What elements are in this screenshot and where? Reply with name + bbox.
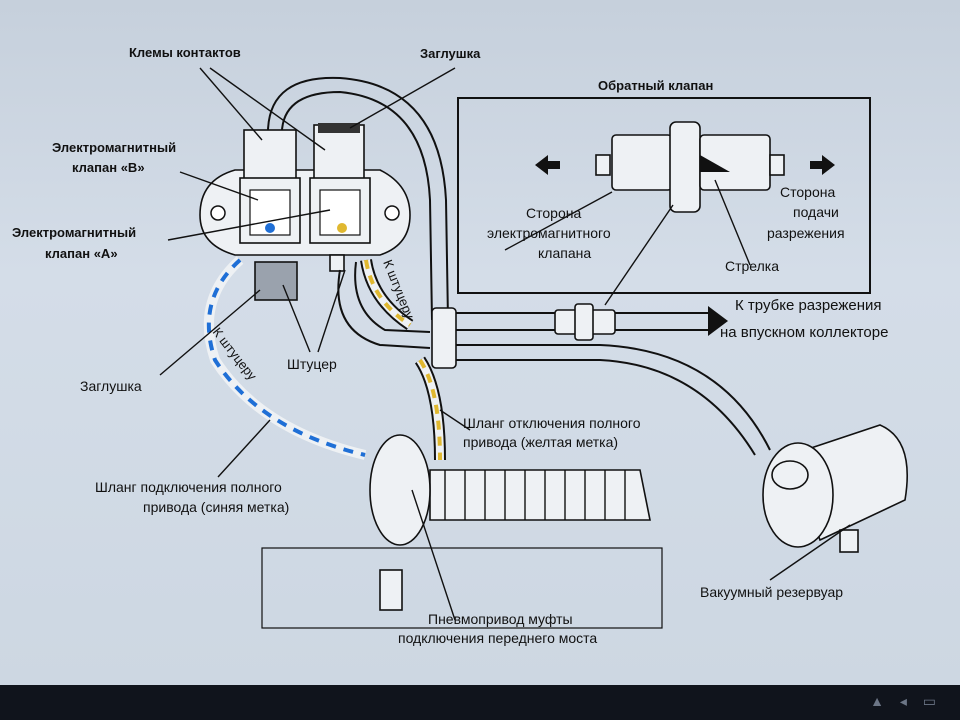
label-actuator-line2: подключения переднего моста <box>398 630 597 646</box>
label-solenoid-a-line1: Электромагнитный <box>12 225 136 240</box>
label-side-solenoid-line2: электромагнитного <box>487 225 611 241</box>
label-side-solenoid-line1: Сторона <box>526 205 581 221</box>
vacuum-reservoir <box>762 424 908 553</box>
inline-check-valve <box>554 303 616 341</box>
label-hose-on-line1: Шланг подключения полного <box>95 479 282 495</box>
check-valve-illustration <box>595 121 785 213</box>
label-side-vacuum-line2: подачи <box>793 204 839 220</box>
label-solenoid-b-line1: Электромагнитный <box>52 140 176 155</box>
plug-block <box>254 261 298 301</box>
label-plug-top: Заглушка <box>420 46 481 61</box>
label-side-solenoid-line3: клапана <box>538 245 591 261</box>
label-side-vacuum-line1: Сторона <box>780 184 835 200</box>
label-to-manifold-line1: К трубке разрежения <box>735 297 882 314</box>
label-terminals: Клемы контактов <box>129 45 241 60</box>
label-vacuum-tank: Вакуумный резервуар <box>700 584 843 600</box>
arrow-right-icon <box>810 155 835 175</box>
label-plug-left: Заглушка <box>80 378 142 394</box>
monitor-screen: Клемы контактов Заглушка Обратный клапан… <box>0 0 960 685</box>
fitting-stub <box>329 254 345 272</box>
taskbar-tray: ▲ ◂ ▭ <box>870 693 942 709</box>
label-hose-off-line2: привода (желтая метка) <box>463 434 618 450</box>
label-check-valve-title: Обратный клапан <box>598 78 713 93</box>
monitor-bezel: ▲ ◂ ▭ <box>0 685 960 720</box>
check-valve-inset-frame <box>457 97 871 294</box>
label-hose-on-line2: привода (синяя метка) <box>143 499 289 515</box>
vacuum-hoses <box>203 76 771 461</box>
solenoid-valve-b <box>239 129 301 244</box>
label-to-manifold-line2: на впускном коллекторе <box>720 324 888 341</box>
label-solenoid-a-line2: клапан «A» <box>45 246 118 261</box>
label-actuator-line1: Пневмопривод муфты <box>428 611 573 627</box>
solenoid-valve-a <box>309 123 371 244</box>
arrow-left-icon <box>535 155 560 175</box>
label-fitting: Штуцер <box>287 356 337 372</box>
label-hose-off-line1: Шланг отключения полного <box>463 415 641 431</box>
diagram-canvas: Клемы контактов Заглушка Обратный клапан… <box>12 45 908 646</box>
leader-lines <box>159 67 851 621</box>
actuator-assembly <box>261 434 663 629</box>
label-solenoid-b-line2: клапан «B» <box>72 160 145 175</box>
tee-connector <box>431 307 457 369</box>
solenoid-bracket <box>199 169 411 256</box>
label-arrow: Стрелка <box>725 258 779 274</box>
label-side-vacuum-line3: разрежения <box>767 225 845 241</box>
